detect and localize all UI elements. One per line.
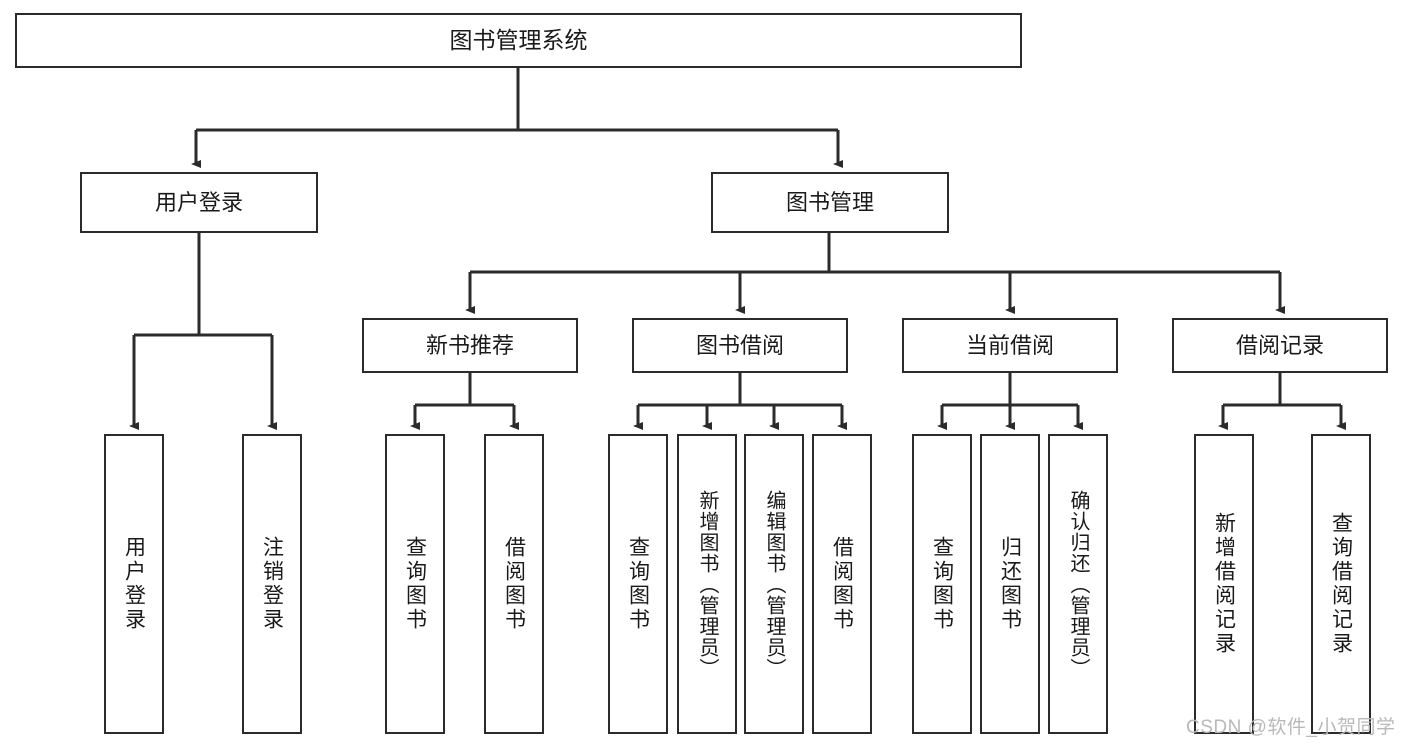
leaf-borrow-book[interactable]: 借阅图书	[812, 434, 872, 734]
leaf-add-borrow-record[interactable]: 新增借阅记录	[1194, 434, 1254, 734]
node-label: 用户登录	[122, 536, 146, 632]
node-label: 图书管理系统	[449, 27, 588, 54]
node-new-book-recommend[interactable]: 新书推荐	[362, 318, 578, 373]
node-root-book-management-system[interactable]: 图书管理系统	[15, 13, 1022, 68]
node-label: 确认归还（管理员）	[1067, 489, 1089, 679]
node-label: 借阅图书	[830, 536, 854, 632]
leaf-query-borrow-record[interactable]: 查询借阅记录	[1311, 434, 1371, 734]
node-label: 查询图书	[403, 536, 427, 632]
leaf-borrow-book-recommend[interactable]: 借阅图书	[484, 434, 544, 734]
node-label: 查询借阅记录	[1329, 512, 1353, 656]
leaf-confirm-return-admin[interactable]: 确认归还（管理员）	[1048, 434, 1108, 734]
node-book-borrow[interactable]: 图书借阅	[632, 318, 848, 373]
node-label: 当前借阅	[965, 332, 1054, 358]
node-label: 新增图书（管理员）	[696, 489, 718, 679]
leaf-edit-book-admin[interactable]: 编辑图书（管理员）	[744, 434, 804, 734]
node-label: 借阅图书	[502, 536, 526, 632]
node-user-login[interactable]: 用户登录	[80, 172, 318, 233]
node-label: 归还图书	[998, 536, 1022, 632]
node-label: 查询图书	[626, 536, 650, 632]
node-book-management[interactable]: 图书管理	[711, 172, 949, 233]
node-label: 用户登录	[154, 189, 243, 215]
leaf-return-book[interactable]: 归还图书	[980, 434, 1040, 734]
leaf-query-book-borrow[interactable]: 查询图书	[608, 434, 668, 734]
leaf-user-login[interactable]: 用户登录	[104, 434, 164, 734]
node-label: 借阅记录	[1235, 332, 1324, 358]
node-label: 注销登录	[260, 536, 284, 632]
csdn-watermark: CSDN @软件_小贺同学	[1186, 717, 1396, 738]
node-label: 新增借阅记录	[1212, 512, 1236, 656]
leaf-add-book-admin[interactable]: 新增图书（管理员）	[677, 434, 737, 734]
node-borrow-record[interactable]: 借阅记录	[1172, 318, 1388, 373]
node-label: 编辑图书（管理员）	[763, 489, 785, 679]
node-label: 查询图书	[930, 536, 954, 632]
node-label: 新书推荐	[425, 332, 514, 358]
node-current-borrow[interactable]: 当前借阅	[902, 318, 1118, 373]
node-label: 图书借阅	[695, 332, 784, 358]
node-label: 图书管理	[785, 189, 874, 215]
leaf-query-book-recommend[interactable]: 查询图书	[385, 434, 445, 734]
leaf-query-book-current[interactable]: 查询图书	[912, 434, 972, 734]
leaf-logout-login[interactable]: 注销登录	[242, 434, 302, 734]
